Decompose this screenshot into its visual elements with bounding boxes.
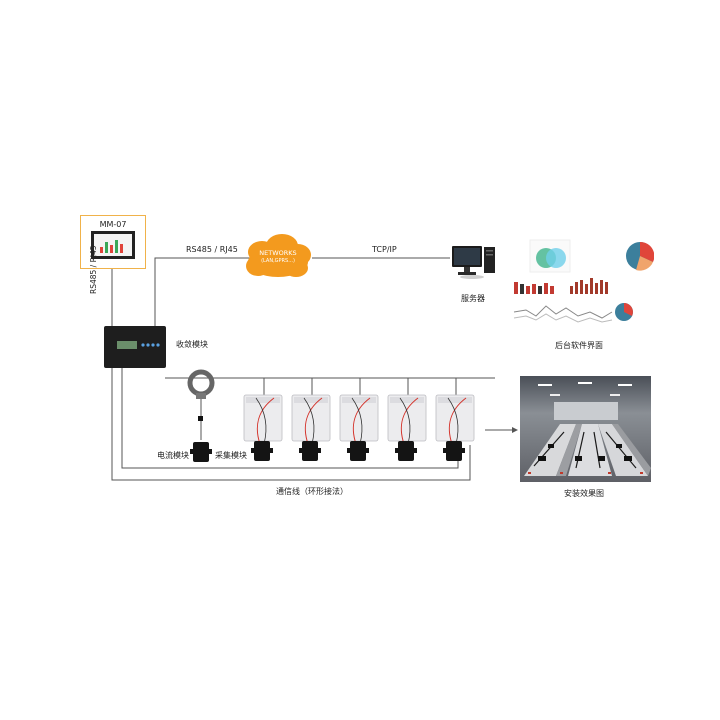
connection-lines bbox=[111, 257, 512, 481]
collector-module bbox=[398, 441, 414, 461]
collector-module bbox=[254, 441, 270, 461]
collector-module bbox=[446, 441, 462, 461]
line-chart-icon bbox=[513, 305, 613, 323]
collector-module bbox=[350, 441, 366, 461]
bar-chart-icon-right bbox=[570, 278, 608, 294]
software-screens bbox=[512, 236, 655, 332]
battery-unit bbox=[339, 378, 379, 461]
collector-label: 采集模块 bbox=[215, 451, 247, 460]
battery-unit bbox=[387, 378, 427, 461]
receiver-module bbox=[104, 326, 166, 368]
vertical-link-label: RS485 / RJ45 bbox=[89, 245, 98, 294]
comm-line-label: 通信线（环形接法） bbox=[276, 487, 348, 496]
cloud-line2: (LAN,GPRS...) bbox=[261, 258, 295, 264]
install-label: 安装效果图 bbox=[564, 489, 604, 498]
server-icon bbox=[450, 244, 498, 280]
cloud-line1: NETWORKS bbox=[259, 249, 297, 257]
pie-chart-icon bbox=[626, 241, 655, 271]
horizontal-link-label: RS485 / RJ45 bbox=[186, 245, 238, 254]
current-module-label: 电流模块 bbox=[157, 451, 189, 460]
software-label: 后台软件界面 bbox=[555, 341, 603, 350]
pie-chart-icon-small bbox=[615, 303, 633, 321]
arrow-head bbox=[512, 427, 518, 433]
receiver-display bbox=[117, 341, 137, 349]
bar-chart-icon-left bbox=[514, 282, 554, 294]
mm07-screen-chart-icon bbox=[100, 240, 123, 253]
mm07-device: MM-07 bbox=[80, 215, 146, 269]
battery-unit bbox=[243, 378, 283, 461]
receiver-cloud-link bbox=[154, 257, 250, 326]
mm07-title: MM-07 bbox=[99, 220, 127, 229]
battery-unit bbox=[291, 378, 331, 461]
battery-unit bbox=[435, 378, 475, 461]
venn-chart-icon bbox=[529, 239, 571, 273]
network-cloud bbox=[246, 234, 311, 277]
collector-module bbox=[302, 441, 318, 461]
install-photo bbox=[520, 376, 651, 482]
server-label: 服务器 bbox=[461, 294, 485, 303]
mm07-screen bbox=[91, 231, 135, 259]
comm-ring-outer bbox=[111, 368, 471, 481]
battery-string bbox=[243, 378, 475, 461]
cloud-text: NETWORKS (LAN,GPRS...) bbox=[250, 249, 306, 265]
tcpip-label: TCP/IP bbox=[372, 245, 397, 254]
receiver-label: 收敛模块 bbox=[176, 340, 208, 349]
current-sensor-ring bbox=[187, 369, 215, 440]
current-module bbox=[190, 442, 212, 462]
